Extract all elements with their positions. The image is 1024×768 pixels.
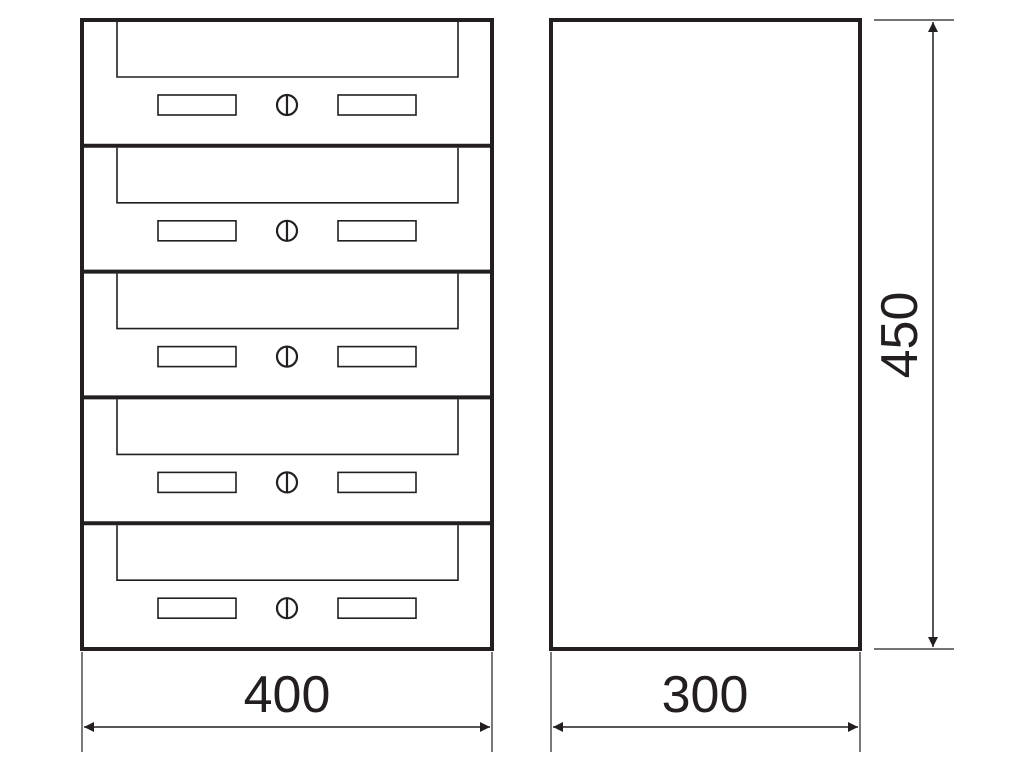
name-plate-right: [337, 345, 417, 368]
name-plate-right: [337, 94, 417, 116]
width-dimension: 400: [81, 652, 493, 752]
lock-icon: [275, 471, 299, 494]
name-plate-left: [157, 94, 237, 116]
mail-slot-flap: [116, 399, 459, 456]
lock-icon: [275, 219, 299, 242]
mail-slot-flap: [116, 22, 459, 78]
height-dimension-label: 450: [871, 292, 929, 379]
width-dimension-label: 400: [244, 666, 331, 724]
name-plate-right: [337, 471, 417, 494]
name-plate-right: [337, 220, 417, 242]
depth-dimension-label: 300: [662, 666, 749, 724]
depth-dimension: 300: [550, 652, 861, 752]
name-plate-left: [157, 471, 237, 494]
name-plate-left: [157, 597, 237, 620]
lock-icon: [275, 93, 299, 117]
mail-slot-flap: [116, 147, 459, 204]
side-view-outline: [549, 18, 862, 651]
height-dimension: 450: [871, 19, 954, 650]
name-plate-left: [157, 345, 237, 368]
lock-icon: [275, 345, 299, 368]
front-view: [80, 18, 494, 651]
front-view-outline: [80, 18, 494, 651]
side-view: [549, 18, 862, 651]
name-plate-left: [157, 220, 237, 242]
mail-slot-flap: [116, 525, 459, 581]
mail-slot-flap: [116, 273, 459, 330]
name-plate-right: [337, 597, 417, 620]
lock-icon: [275, 597, 299, 620]
